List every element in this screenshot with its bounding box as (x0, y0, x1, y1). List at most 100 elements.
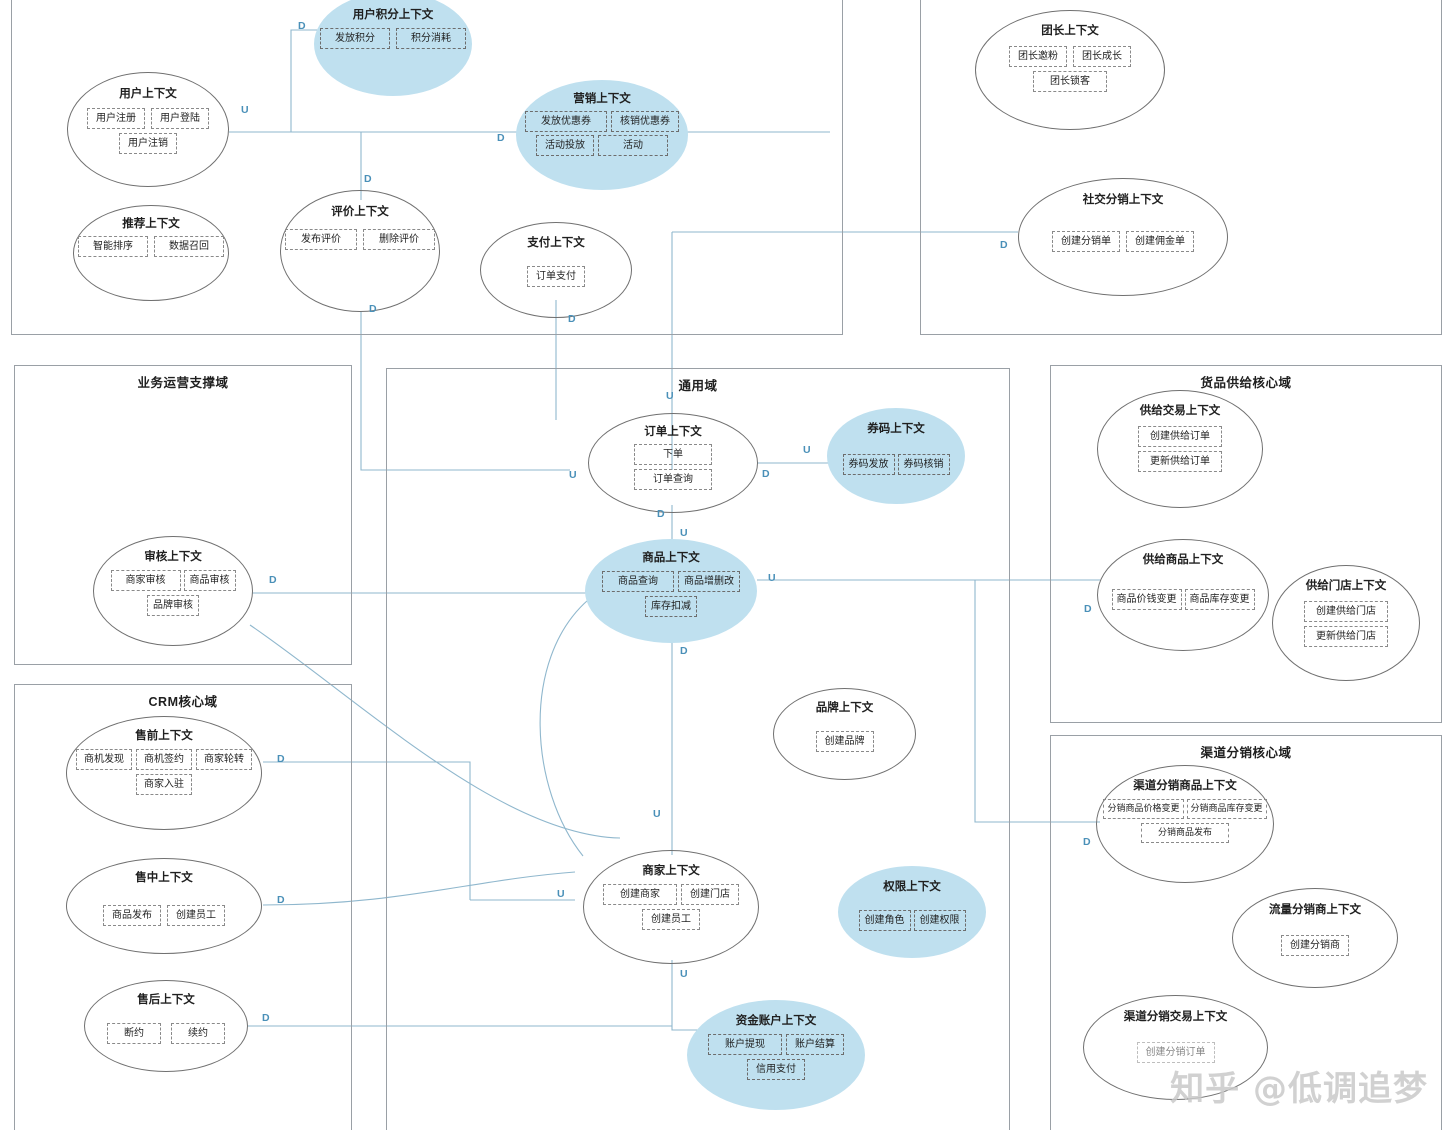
capability[interactable]: 分销商品库存变更 (1186, 799, 1267, 819)
context-title: 售前上下文 (135, 730, 193, 742)
domain-business-ops: 业务运营支撑域 (14, 365, 352, 665)
capability[interactable]: 创建员工 (167, 905, 225, 926)
context-payment[interactable]: 支付上下文 订单支付 (480, 222, 632, 318)
domain-title: 渠道分销核心域 (1200, 746, 1292, 760)
capability[interactable]: 创建分销单 (1052, 231, 1120, 252)
capability[interactable]: 活动 (598, 135, 668, 156)
context-group-leader[interactable]: 团长上下文 团长邀粉 团长成长 团长锁客 (975, 10, 1165, 130)
capability[interactable]: 用户注册 (87, 108, 145, 129)
capability[interactable]: 更新供给门店 (1304, 626, 1388, 647)
context-in-sale[interactable]: 售中上下文 商品发布 创建员工 (66, 858, 262, 954)
context-permission[interactable]: 权限上下文 创建角色 创建权限 (838, 866, 986, 958)
context-supply-store[interactable]: 供给门店上下文 创建供给门店 更新供给门店 (1272, 565, 1420, 681)
capability[interactable]: 商家审核 (110, 570, 181, 591)
capability[interactable]: 创建品牌 (815, 731, 874, 752)
context-title: 渠道分销商品上下文 (1133, 780, 1237, 792)
context-recommend[interactable]: 推荐上下文 智能排序 数据召回 (73, 205, 229, 301)
capability[interactable]: 创建门店 (681, 884, 739, 905)
capability[interactable]: 信用支付 (747, 1059, 805, 1080)
watermark: 知乎 @低调追梦 (1170, 1069, 1428, 1109)
domain-user-top (11, 0, 843, 335)
capability[interactable]: 积分消耗 (396, 28, 466, 49)
capability[interactable]: 账户提现 (708, 1034, 782, 1055)
capability[interactable]: 商家入驻 (136, 774, 192, 795)
context-title: 品牌上下文 (815, 702, 874, 714)
context-social-distribution[interactable]: 社交分销上下文 创建分销单 创建佣金单 (1018, 178, 1228, 296)
relation-label: D (762, 468, 770, 480)
context-marketing[interactable]: 营销上下文 发放优惠券 核销优惠券 活动投放 活动 (516, 80, 688, 190)
capability[interactable]: 商品查询 (602, 571, 674, 592)
capability[interactable]: 商机发现 (76, 749, 132, 770)
context-channel-trade[interactable]: 渠道分销交易上下文 创建分销订单 (1083, 995, 1268, 1100)
capability[interactable]: 创建佣金单 (1126, 231, 1194, 252)
capability[interactable]: 创建供给订单 (1138, 426, 1222, 447)
capability[interactable]: 创建权限 (913, 910, 966, 931)
context-product[interactable]: 商品上下文 商品查询 商品增删改 库存扣减 (585, 539, 757, 643)
capability[interactable]: 创建分销商 (1281, 935, 1349, 956)
context-coupon-code[interactable]: 券码上下文 券码发放 券码核销 (827, 408, 965, 504)
capability[interactable]: 活动投放 (536, 135, 594, 156)
capability[interactable]: 分销商品价格变更 (1103, 799, 1184, 819)
capability[interactable]: 更新供给订单 (1138, 451, 1222, 472)
context-user-points[interactable]: 用户积分上下文 发放积分 积分消耗 (314, 0, 472, 96)
context-brand[interactable]: 品牌上下文 创建品牌 (773, 688, 916, 780)
context-fund-account[interactable]: 资金账户上下文 账户提现 账户结算 信用支付 (687, 1000, 865, 1110)
capability[interactable]: 分销商品发布 (1141, 822, 1229, 843)
context-order[interactable]: 订单上下文 下单 订单查询 (588, 413, 758, 513)
context-title: 评价上下文 (331, 206, 389, 218)
capability[interactable]: 创建角色 (858, 910, 911, 931)
context-title: 权限上下文 (883, 881, 941, 893)
capability[interactable]: 商品价钱变更 (1111, 589, 1182, 610)
capability[interactable]: 用户登陆 (151, 108, 209, 129)
capability[interactable]: 品牌审核 (147, 595, 199, 616)
capability[interactable]: 用户注销 (119, 133, 177, 154)
capability[interactable]: 发放积分 (320, 28, 390, 49)
capability[interactable]: 商品库存变更 (1184, 589, 1255, 610)
context-traffic-distributor[interactable]: 流量分销商上下文 创建分销商 (1232, 888, 1398, 988)
capability[interactable]: 商品增删改 (678, 571, 740, 592)
context-pre-sale[interactable]: 售前上下文 商机发现 商机签约 商家轮转 商家入驻 (66, 716, 262, 830)
capability[interactable]: 商机签约 (136, 749, 192, 770)
context-supply-trade[interactable]: 供给交易上下文 创建供给订单 更新供给订单 (1097, 390, 1263, 508)
capability[interactable]: 数据召回 (154, 236, 224, 257)
context-merchant[interactable]: 商家上下文 创建商家 创建门店 创建员工 (583, 850, 759, 964)
context-title: 订单上下文 (644, 426, 702, 438)
capability[interactable]: 订单支付 (527, 266, 585, 287)
capability[interactable]: 团长邀粉 (1009, 46, 1067, 67)
capability[interactable]: 创建供给门店 (1304, 601, 1388, 622)
context-after-sale[interactable]: 售后上下文 断约 续约 (84, 980, 248, 1072)
capability[interactable]: 团长成长 (1073, 46, 1131, 67)
capability[interactable]: 断约 (107, 1023, 161, 1044)
capability[interactable]: 删除评价 (363, 229, 435, 250)
context-channel-product[interactable]: 渠道分销商品上下文 分销商品价格变更 分销商品库存变更 分销商品发布 (1096, 765, 1274, 883)
capability[interactable]: 创建分销订单 (1136, 1042, 1215, 1063)
capability[interactable]: 创建商家 (603, 884, 677, 905)
context-title: 售中上下文 (135, 872, 193, 884)
capability[interactable]: 智能排序 (78, 236, 148, 257)
context-audit[interactable]: 审核上下文 商家审核 商品审核 品牌审核 (93, 536, 253, 646)
capability[interactable]: 账户结算 (786, 1034, 844, 1055)
capability[interactable]: 核销优惠券 (611, 111, 679, 132)
context-supply-product[interactable]: 供给商品上下文 商品价钱变更 商品库存变更 (1097, 539, 1269, 651)
capability[interactable]: 订单查询 (634, 469, 712, 490)
capability[interactable]: 库存扣减 (645, 596, 697, 617)
context-user[interactable]: 用户上下文 用户注册 用户登陆 用户注销 (67, 72, 229, 187)
context-title: 推荐上下文 (122, 218, 180, 230)
capability[interactable]: 续约 (171, 1023, 225, 1044)
capability[interactable]: 发放优惠券 (525, 111, 607, 132)
context-title: 用户上下文 (119, 88, 177, 100)
capability[interactable]: 券码核销 (897, 454, 950, 475)
context-title: 供给交易上下文 (1139, 405, 1221, 417)
capability[interactable]: 创建员工 (642, 909, 700, 930)
relation-label: D (262, 1012, 270, 1024)
context-review[interactable]: 评价上下文 发布评价 删除评价 (280, 190, 440, 312)
capability[interactable]: 商品发布 (103, 905, 161, 926)
capability[interactable]: 团长锁客 (1033, 71, 1107, 92)
capability[interactable]: 下单 (634, 444, 712, 465)
capability[interactable]: 发布评价 (285, 229, 357, 250)
capability[interactable]: 商家轮转 (196, 749, 252, 770)
capability[interactable]: 商品审核 (183, 570, 236, 591)
relation-label: D (680, 645, 688, 657)
context-title: 券码上下文 (867, 423, 925, 435)
capability[interactable]: 券码发放 (842, 454, 895, 475)
